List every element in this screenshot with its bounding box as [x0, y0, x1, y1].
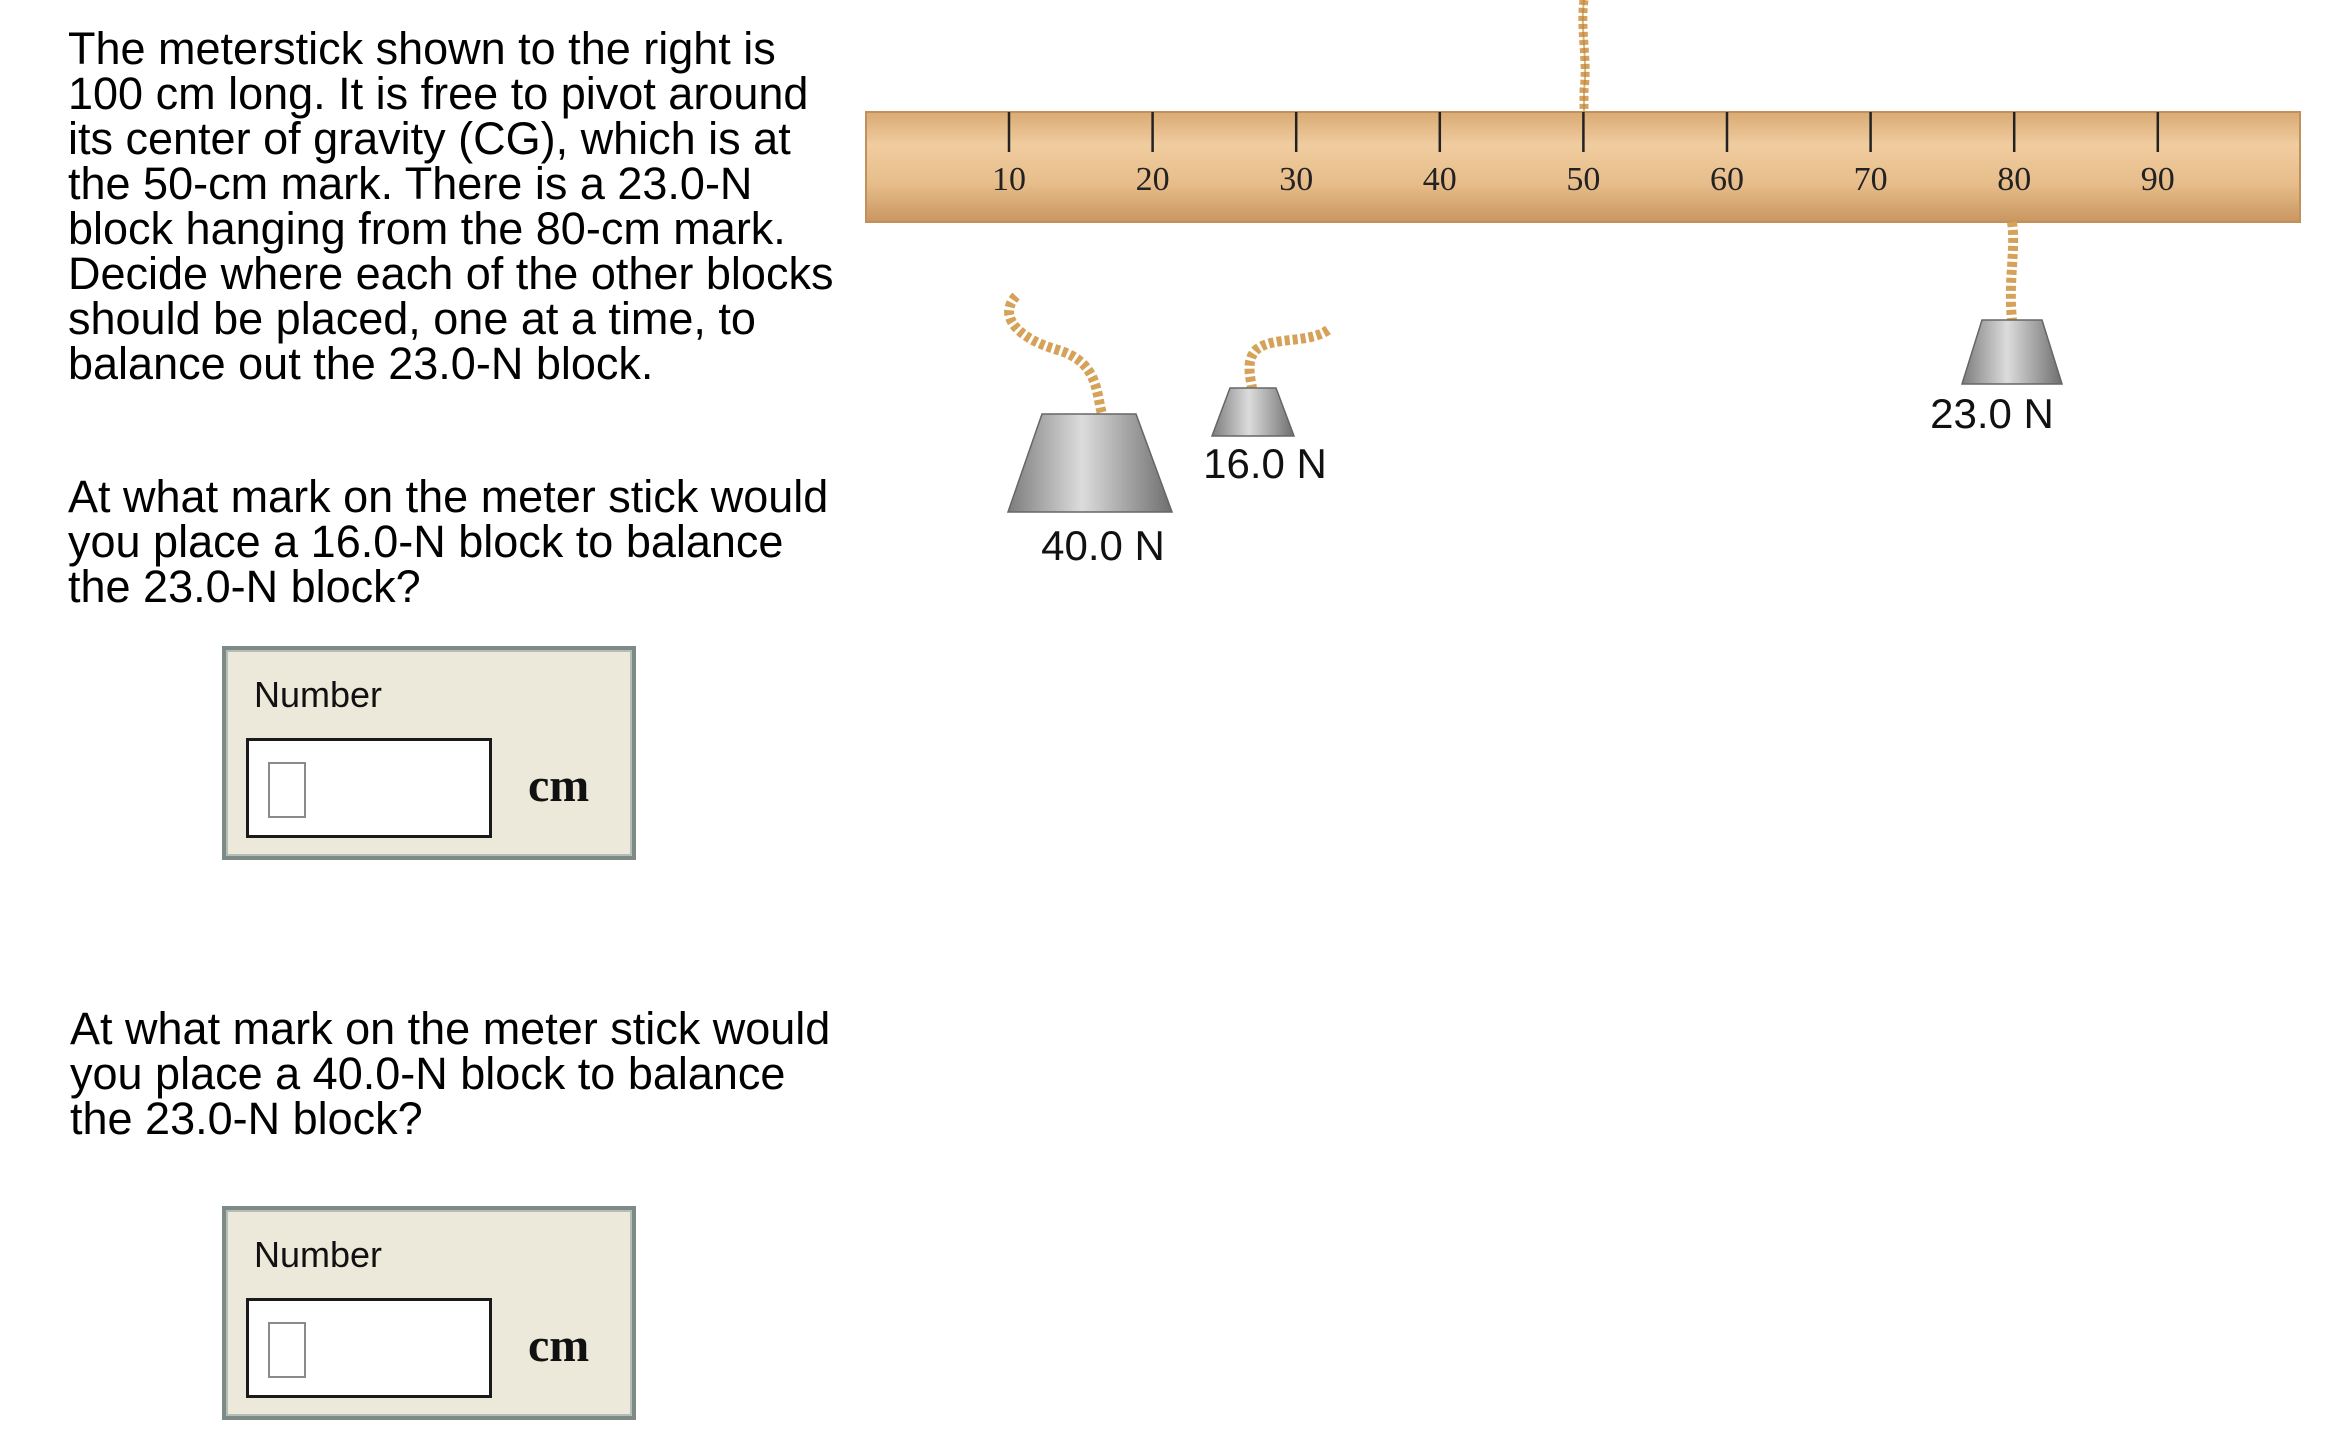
answer-panel-2: Number cm	[222, 1206, 636, 1420]
answer-panel-1: Number cm	[222, 646, 636, 860]
block-16-n-label: 16.0 N	[1203, 440, 1327, 487]
meterstick-ticks: 10 20 30 40 50 60 70 80 90	[992, 112, 2175, 198]
tick-label-90: 90	[2141, 161, 2175, 198]
hanging-rope	[2005, 221, 2019, 321]
block-23-n	[1960, 319, 2064, 385]
tick-label-70: 70	[1854, 161, 1888, 198]
block-40-n[interactable]	[1006, 413, 1174, 513]
tick-label-60: 60	[1710, 161, 1744, 198]
answer-2-label: Number	[254, 1234, 383, 1275]
answer-1-label: Number	[254, 674, 383, 715]
block-40-n-label: 40.0 N	[1041, 522, 1165, 569]
answer-2-caret-box	[268, 1322, 306, 1378]
block-23-n-label: 23.0 N	[1930, 390, 2054, 437]
answer-2-unit: cm	[528, 1319, 590, 1372]
tick-label-50: 50	[1566, 161, 1600, 198]
tick-label-40: 40	[1423, 161, 1457, 198]
problem-intro: The meterstick shown to the right is 100…	[68, 23, 834, 389]
block-16-rope	[1244, 325, 1331, 389]
tick-label-20: 20	[1136, 161, 1170, 198]
answer-1-unit: cm	[528, 759, 590, 812]
tick-label-10: 10	[992, 161, 1026, 198]
block-40-rope	[1004, 292, 1107, 416]
tick-label-80: 80	[1997, 161, 2031, 198]
block-16-n[interactable]	[1210, 387, 1296, 437]
question-2-text: At what mark on the meter stick would yo…	[70, 1003, 831, 1144]
answer-1-caret-box	[268, 762, 306, 818]
answer-1-input[interactable]	[246, 738, 492, 838]
question-1-text: At what mark on the meter stick would yo…	[68, 471, 829, 612]
tick-label-30: 30	[1279, 161, 1313, 198]
